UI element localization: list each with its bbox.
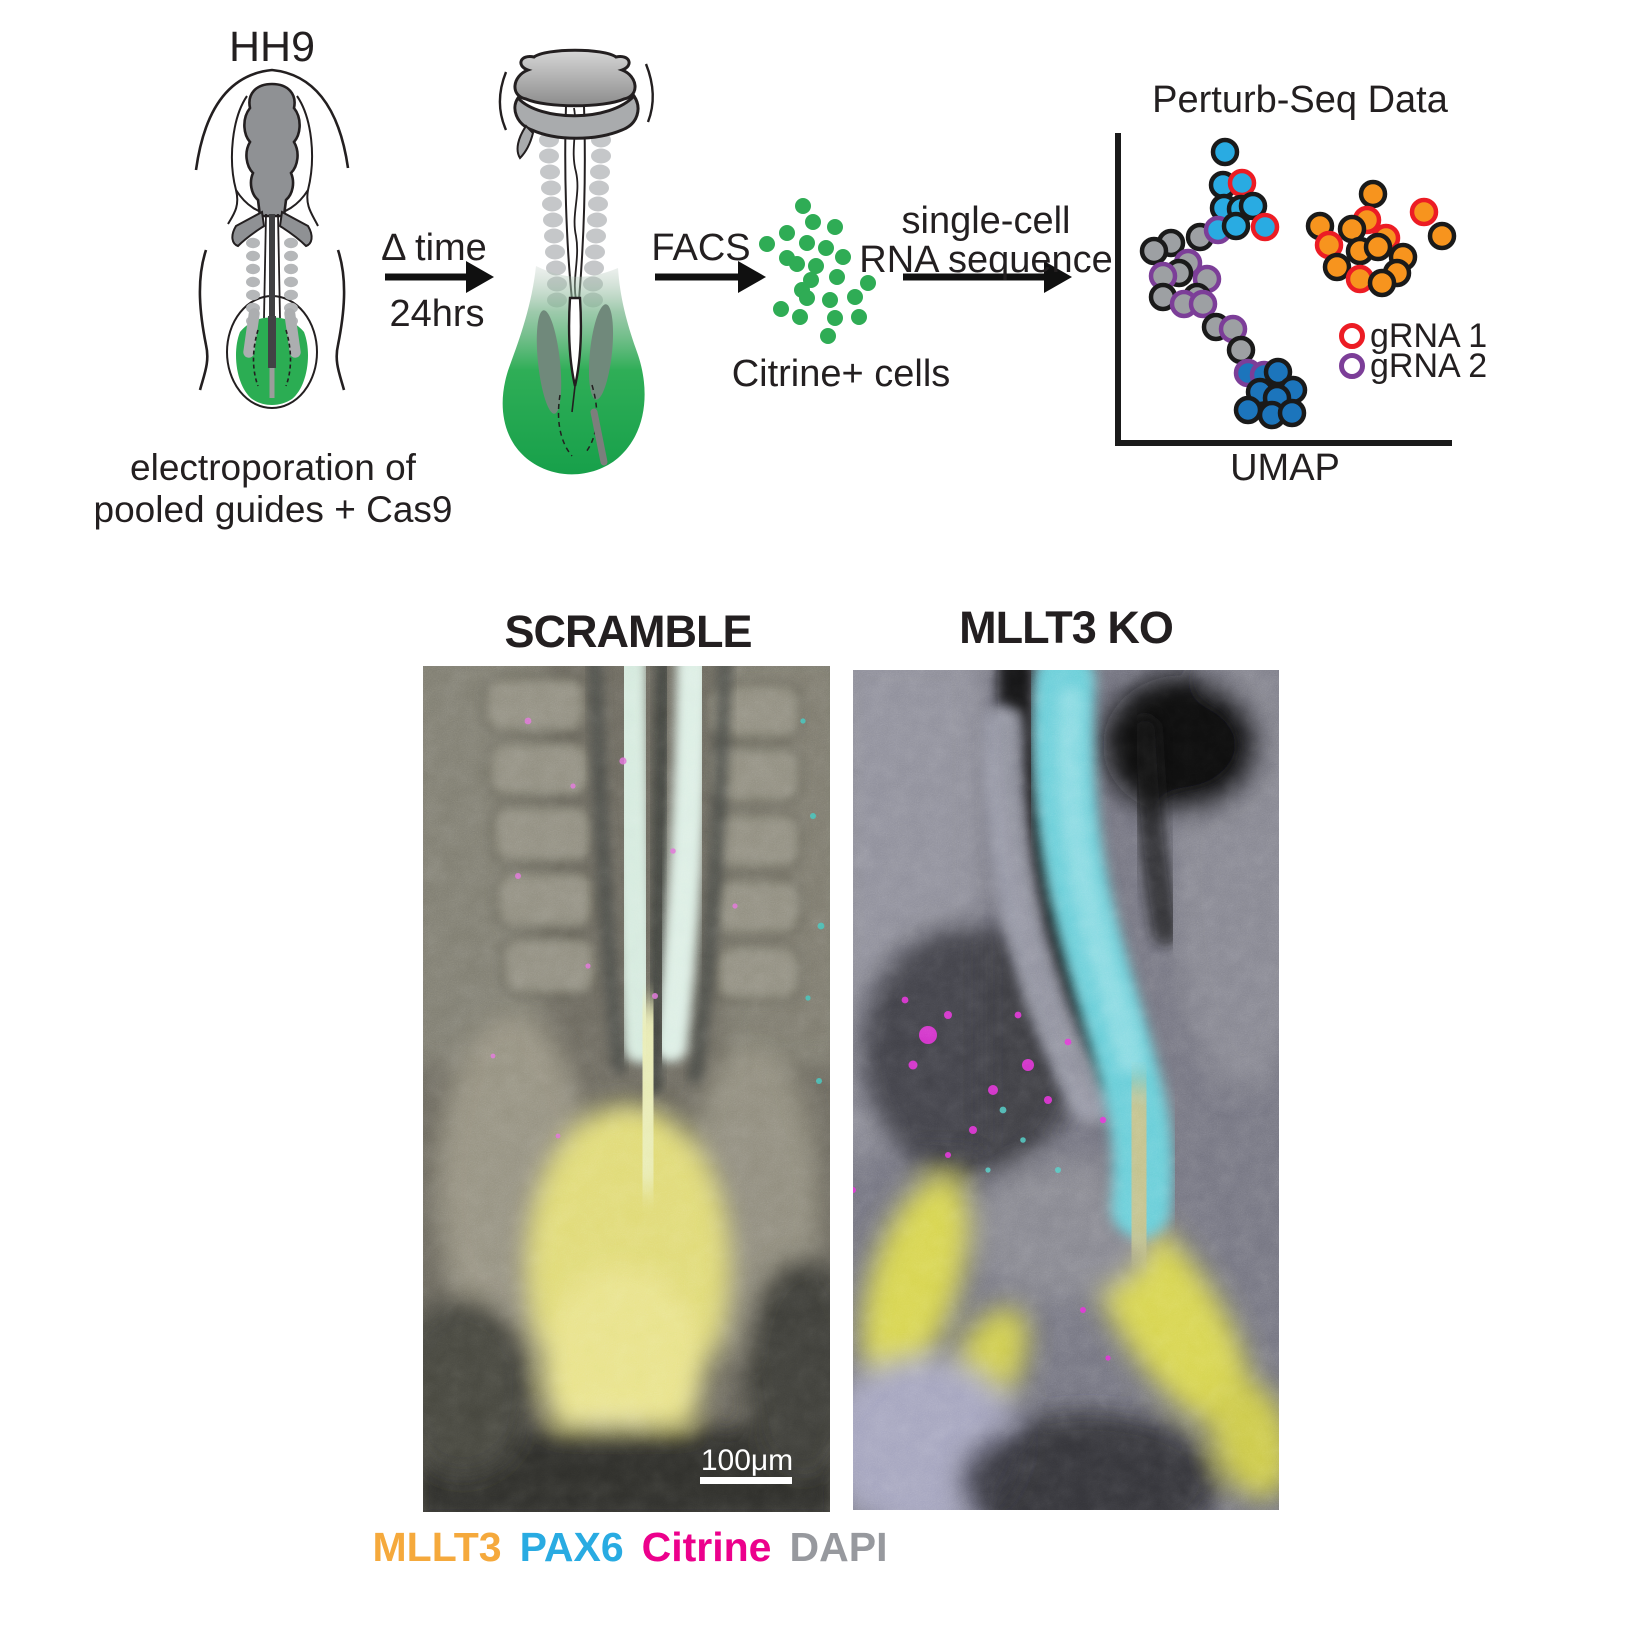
facs-arrow [655,261,766,293]
grna1-legend-label: gRNA 1 [1370,317,1488,355]
workflow-diagram [194,48,1457,475]
facs-label: FACS [651,227,751,269]
left-panel-title: SCRAMBLE [504,606,753,657]
scrnaseq-label-line1: single-cell [901,200,1071,242]
rna-seq-arrow [903,261,1072,293]
umap-axes [1115,133,1452,446]
umap-title: Perturb-Seq Data [1152,79,1448,121]
grna2-legend-label: gRNA 2 [1370,347,1488,385]
stain-label-citrine: Citrine [641,1524,772,1570]
umap-xlabel: UMAP [1230,447,1340,489]
arrow1-label-bottom: 24hrs [389,293,485,335]
stain-label-pax6: PAX6 [519,1524,624,1570]
stain-label-mllt3: MLLT3 [372,1524,502,1570]
arrow1-label-top: Δ time [381,227,487,269]
umap-plot [1115,133,1457,446]
mllt3-ko-micrograph [853,670,1279,1510]
scrnaseq-label-line2: RNA sequence [859,239,1113,281]
citrine-cells-cluster [759,198,876,344]
stage-label: HH9 [228,23,316,71]
scale-bar [700,1477,792,1484]
scramble-micrograph [423,666,830,1512]
right-panel-title: MLLT3 KO [959,602,1174,653]
umap-dots [1139,137,1457,430]
stain-label-dapi: DAPI [789,1524,888,1570]
embryo-hh9-illustration [194,68,350,409]
grna2-ring-icon [1339,353,1365,379]
scalebar-label: 100μm [700,1444,794,1477]
stain-legend: MLLT3 PAX6 Citrine DAPI [373,1524,888,1571]
delta-time-arrow [385,261,494,293]
grna1-ring-icon [1339,323,1365,349]
citrine-cells-caption: Citrine+ cells [731,353,951,395]
electroporation-caption-line1: electroporation of [130,447,416,488]
embryo-24h-illustration [498,48,654,475]
electroporation-caption-line2: pooled guides + Cas9 [93,489,453,530]
